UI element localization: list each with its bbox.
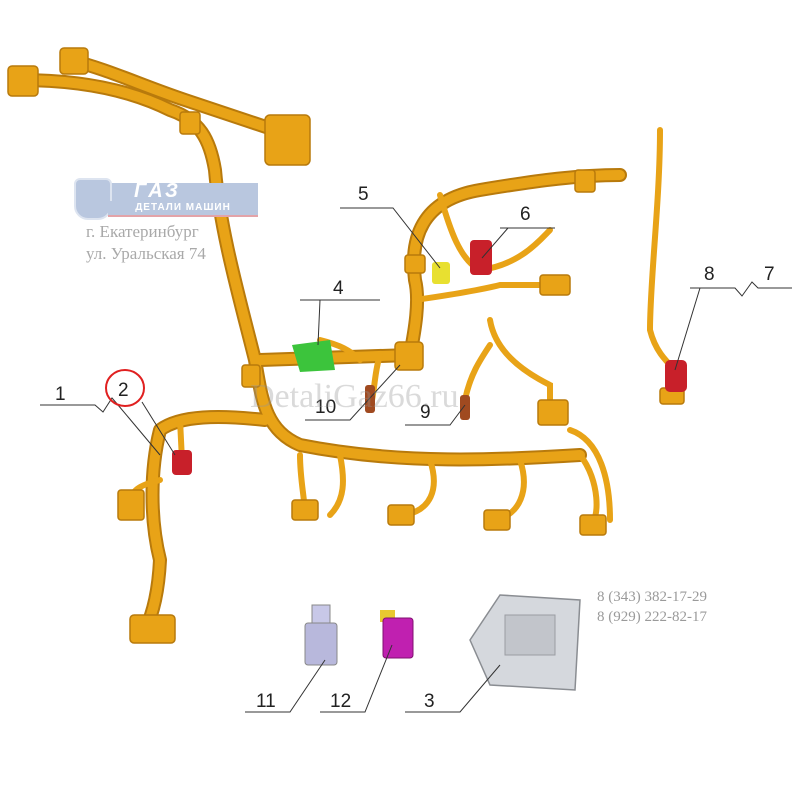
phone-1: 8 (343) 382-17-29 — [597, 589, 707, 605]
gaz-logo: ГАЗ ДЕТАЛИ МАШИН — [74, 178, 258, 220]
callout-numbers: 1 2 3 4 5 6 7 8 9 10 11 12 — [55, 184, 775, 712]
callout-10[interactable]: 10 — [315, 397, 336, 418]
logo-subtitle: ДЕТАЛИ МАШИН — [108, 201, 258, 217]
callout-4[interactable]: 4 — [333, 278, 344, 299]
sensor-6 — [470, 240, 492, 275]
leader-lines — [40, 207, 792, 713]
sensor-8 — [665, 360, 687, 392]
callout-6[interactable]: 6 — [520, 204, 531, 225]
logo-brand: ГАЗ — [134, 180, 181, 202]
callout-5[interactable]: 5 — [358, 184, 369, 205]
callout-8[interactable]: 8 — [704, 264, 715, 285]
highlight-circle — [105, 369, 145, 407]
sensor-5 — [432, 262, 450, 284]
sensor-2 — [172, 450, 192, 475]
gaz-deer-shield-icon — [74, 178, 112, 220]
loose-parts — [304, 594, 581, 691]
clip-4 — [292, 340, 335, 372]
address-city: г. Екатеринбург — [86, 222, 199, 241]
address-street: ул. Уральская 74 — [86, 244, 206, 263]
harness-main — [15, 55, 625, 635]
phone-2: 8 (929) 222-82-17 — [597, 609, 707, 625]
part-12-relay — [380, 610, 414, 659]
callout-1[interactable]: 1 — [55, 384, 66, 405]
part-11-switch — [304, 604, 338, 666]
connectors — [7, 47, 685, 644]
callout-7[interactable]: 7 — [764, 264, 775, 285]
callout-11[interactable]: 11 — [256, 691, 276, 712]
part-3-ecu — [469, 594, 581, 691]
watermark: DetaliGaz66.ru — [250, 378, 459, 415]
callout-2[interactable]: 2 — [118, 380, 129, 401]
callout-3[interactable]: 3 — [424, 691, 435, 712]
sensors — [172, 240, 687, 475]
callout-12[interactable]: 12 — [330, 691, 351, 712]
phone-numbers: 8 (343) 382-17-29 8 (929) 222-82-17 — [597, 587, 707, 627]
sensor-10 — [365, 385, 375, 413]
callout-9[interactable]: 9 — [420, 402, 431, 423]
sensor-9 — [460, 395, 470, 420]
